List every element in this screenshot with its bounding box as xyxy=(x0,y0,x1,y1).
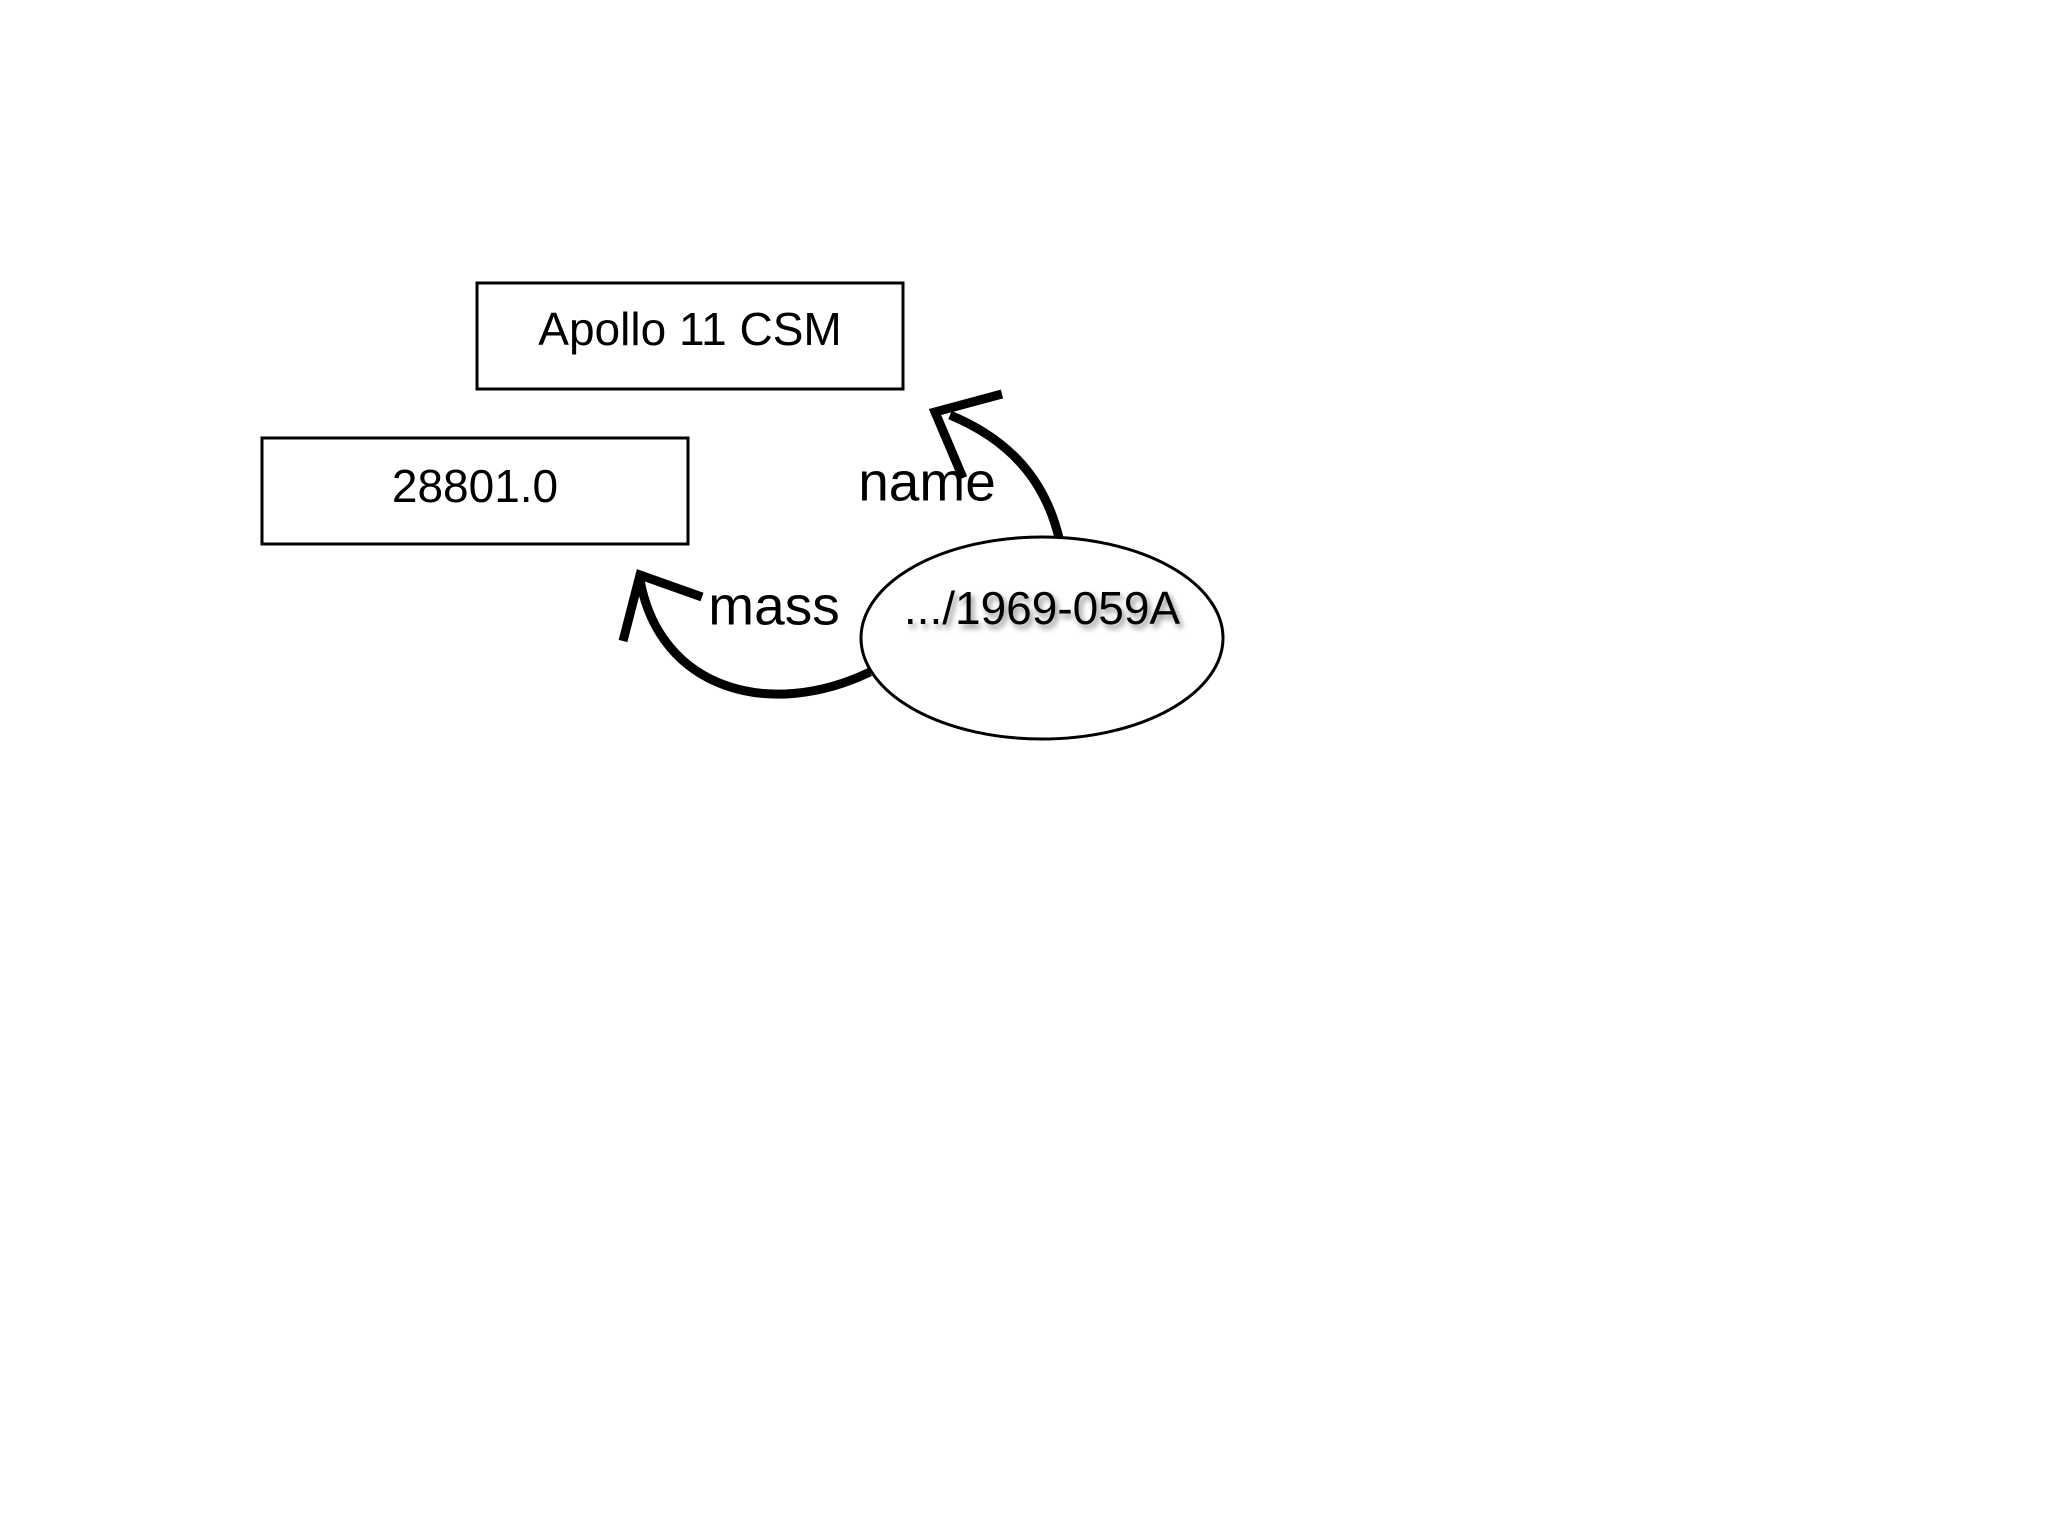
name-literal-box xyxy=(475,281,905,391)
mass-edge-label: mass xyxy=(708,575,839,637)
mass-literal-label: 28801.0 xyxy=(392,460,558,512)
name-edge-arrowhead xyxy=(928,389,1004,480)
name-literal-node: Apollo 11 CSM xyxy=(475,281,905,391)
name-literal-label: Apollo 11 CSM xyxy=(538,303,841,355)
mass-literal-box xyxy=(260,436,690,546)
mass-literal-node: 28801.0 xyxy=(260,436,690,546)
mass-edge-arrowhead xyxy=(618,569,704,643)
mass-edge-curve xyxy=(635,579,872,699)
resource-label: .../1969-059A xyxy=(904,582,1181,634)
resource-ellipse xyxy=(859,535,1225,741)
name-edge-curve xyxy=(948,410,1064,540)
name-edge-label: name xyxy=(858,451,996,513)
name-edge xyxy=(928,389,1064,540)
resource-node: .../1969-059A xyxy=(859,535,1225,741)
mass-edge xyxy=(618,569,872,699)
